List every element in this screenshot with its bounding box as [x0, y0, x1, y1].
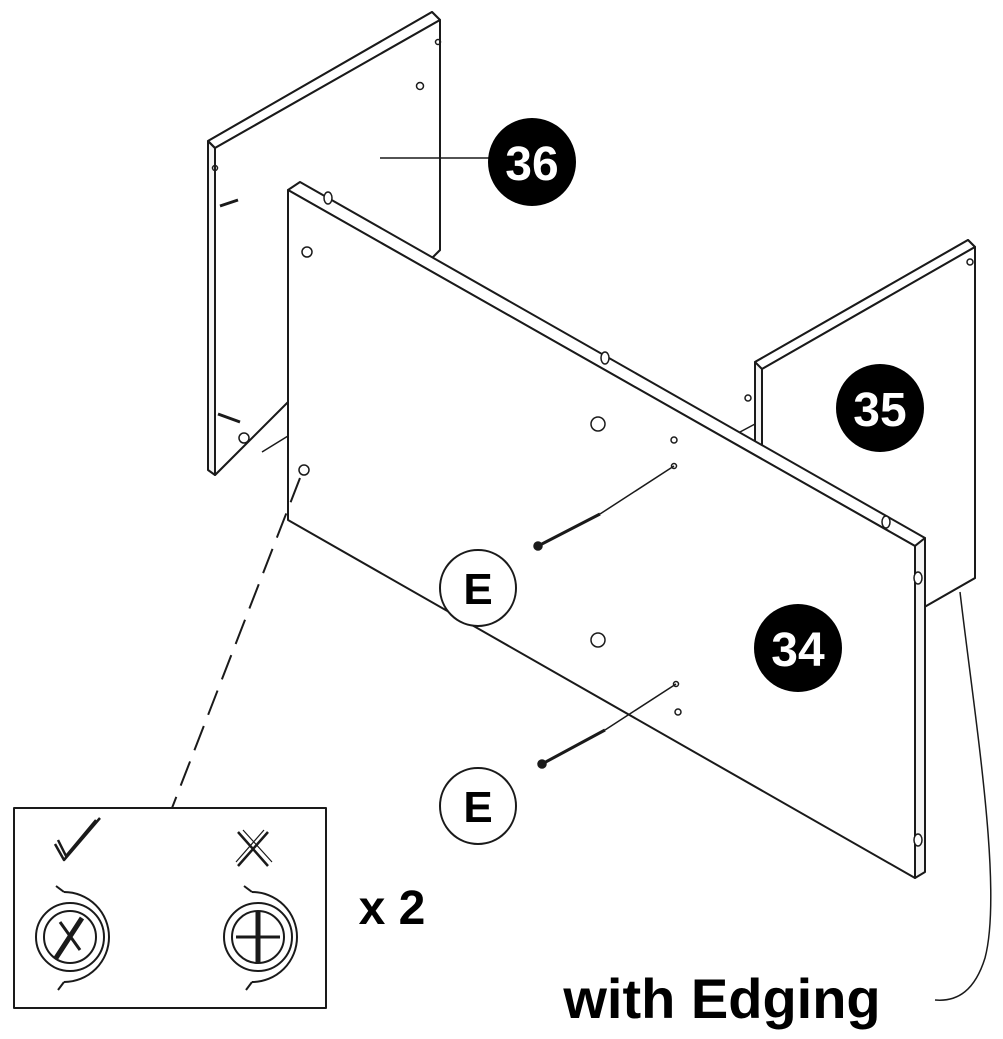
check-mark-icon — [53, 817, 101, 862]
edging-note: with Edging — [562, 967, 880, 1030]
hardware-e-lower-label: E — [463, 783, 492, 832]
hardware-e-upper-label: E — [463, 565, 492, 614]
hardware-e-upper: E — [439, 549, 517, 627]
inset-box — [13, 807, 327, 1009]
inset-leader — [171, 477, 301, 809]
badge-36: 36 — [488, 118, 576, 206]
hardware-e-lower: E — [439, 767, 517, 845]
badge-36-label: 36 — [505, 138, 558, 191]
edging-leader — [934, 591, 992, 1001]
cam-lock-incorrect-icon — [223, 885, 298, 991]
panel-34 — [261, 181, 926, 879]
inset-quantity: x 2 — [359, 882, 426, 935]
badge-35-label: 35 — [853, 384, 906, 437]
badge-35: 35 — [836, 364, 924, 452]
badge-34-label: 34 — [771, 624, 825, 677]
x-mark-icon — [235, 829, 273, 867]
badge-34: 34 — [754, 604, 842, 692]
cam-lock-correct-icon — [35, 885, 110, 991]
